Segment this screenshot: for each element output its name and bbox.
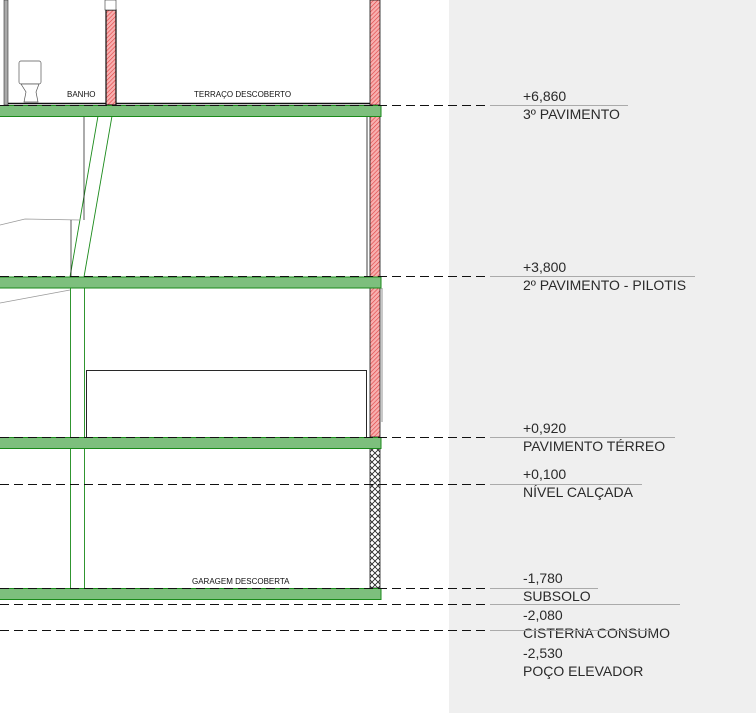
exterior-wall-lower bbox=[369, 287, 381, 438]
slab-2nd-floor bbox=[0, 276, 382, 289]
level-name: POÇO ELEVADOR bbox=[523, 663, 643, 679]
slab-3rd-floor bbox=[0, 105, 382, 117]
level-name: CISTERNA CONSUMO bbox=[523, 625, 670, 641]
slab-ground-floor bbox=[0, 437, 382, 449]
slab-basement bbox=[0, 588, 382, 600]
stair-railing bbox=[0, 289, 71, 304]
level-name: 3º PAVIMENTO bbox=[523, 106, 620, 122]
level-elevation: +0,920 bbox=[523, 420, 566, 436]
slabs bbox=[0, 105, 382, 600]
level-markers: +6,860 3º PAVIMENTO +3,800 2º PAVIMENTO - P… bbox=[0, 88, 695, 679]
left-wall bbox=[3, 0, 9, 106]
window-frame bbox=[104, 0, 117, 11]
bath-partition-wall bbox=[105, 9, 117, 106]
level-elevation: +0,100 bbox=[523, 466, 566, 482]
retaining-wall bbox=[369, 447, 381, 589]
level-name: SUBSOLO bbox=[523, 588, 591, 604]
toilet-icon bbox=[18, 60, 42, 103]
level-marker: +6,860 3º PAVIMENTO bbox=[0, 88, 628, 122]
stair-railing bbox=[0, 218, 81, 226]
exterior-wall-middle bbox=[369, 115, 381, 278]
exterior-wall-upper bbox=[369, 0, 381, 106]
ground-floor-volume bbox=[86, 370, 367, 438]
stair-line bbox=[83, 115, 113, 278]
level-elevation: +6,860 bbox=[523, 88, 566, 104]
level-name: 2º PAVIMENTO - PILOTIS bbox=[523, 277, 686, 293]
level-elevation: +3,800 bbox=[523, 259, 566, 275]
level-marker: +3,800 2º PAVIMENTO - PILOTIS bbox=[0, 259, 695, 293]
level-elevation: -2,530 bbox=[523, 645, 563, 661]
level-elevation: -1,780 bbox=[523, 570, 563, 586]
room-label-terraco: TERRAÇO DESCOBERTO bbox=[194, 90, 291, 99]
level-name: PAVIMENTO TÉRREO bbox=[523, 438, 665, 454]
level-panel-background bbox=[449, 0, 756, 713]
room-label-banho: BANHO bbox=[67, 90, 95, 99]
room-label-garagem: GARAGEM DESCOBERTA bbox=[192, 577, 290, 586]
level-elevation: -2,080 bbox=[523, 607, 563, 623]
level-name: NÍVEL CALÇADA bbox=[523, 484, 634, 500]
